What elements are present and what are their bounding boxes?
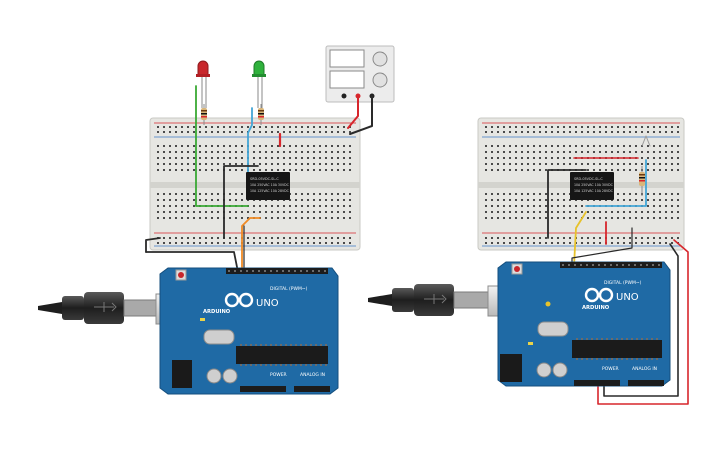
arduino-right[interactable]: DIGITAL (PWM~) ARDUINO UNO − + POWER ANA… [497,261,671,387]
arduino-left-power-label: POWER [270,372,287,378]
arduino-right-power-label: POWER [602,366,619,372]
relay-right-line1: SRD-05VDC-SL-C [574,177,603,181]
led-red[interactable] [196,60,210,77]
usb-cable-right [368,284,519,317]
resistor-right[interactable] [639,166,645,196]
breadboard-left-holes [157,126,351,244]
arduino-left-model: UNO [256,298,279,309]
arduino-left[interactable]: DIGITAL (PWM~) ARDUINO UNO − + POWER ANA… [159,267,339,395]
svg-text:+: + [602,293,607,300]
relay-right[interactable]: SRD-05VDC-SL-C 10A 250VAC 10A 30VDC 10A … [570,172,614,200]
svg-text:−: − [228,298,233,305]
arduino-left-brand: ARDUINO [203,309,231,315]
led-green[interactable] [252,60,266,77]
digital-header-left[interactable] [226,268,328,274]
wires-left [145,85,373,273]
relay-left-line2: 10A 250VAC 10A 30VDC [250,183,290,187]
power-header-left[interactable] [240,386,286,392]
resistor-left-2[interactable] [258,104,264,125]
right-circuit: SRD-05VDC-SL-C 10A 250VAC 10A 30VDC 10A … [368,117,689,405]
resistor-left-1[interactable] [201,104,207,125]
relay-right-line3: 10A 125VAC 10A 28VDC [574,189,614,193]
arduino-left-digital-label: DIGITAL (PWM~) [270,286,308,292]
breadboard-right-holes [485,126,679,244]
svg-text:−: − [588,293,593,300]
left-circuit: SRD-05VDC-SL-C 10A 250VAC 10A 30VDC 10A … [38,45,395,395]
arduino-right-analog-label: ANALOG IN [632,366,657,372]
arduino-right-digital-label: DIGITAL (PWM~) [604,280,642,286]
arduino-right-model: UNO [616,292,639,303]
relay-left-line1: SRD-05VDC-SL-C [250,177,279,181]
analog-header-left[interactable] [294,386,330,392]
relay-left-line3: 10A 125VAC 10A 28VDC [250,189,290,193]
svg-text:+: + [242,298,247,305]
wires-right [547,135,689,405]
relay-left[interactable]: SRD-05VDC-SL-C 10A 250VAC 10A 30VDC 10A … [246,172,290,200]
digital-header-right[interactable] [560,262,662,268]
arduino-left-analog-label: ANALOG IN [300,372,325,378]
relay-right-line2: 10A 250VAC 10A 30VDC [574,183,614,187]
arduino-right-brand: ARDUINO [582,305,610,311]
arduino-left-logo [224,292,254,308]
power-supply[interactable] [325,45,395,103]
analog-header-right[interactable] [628,380,664,386]
power-header-right[interactable] [574,380,620,386]
arduino-right-logo [584,287,614,303]
